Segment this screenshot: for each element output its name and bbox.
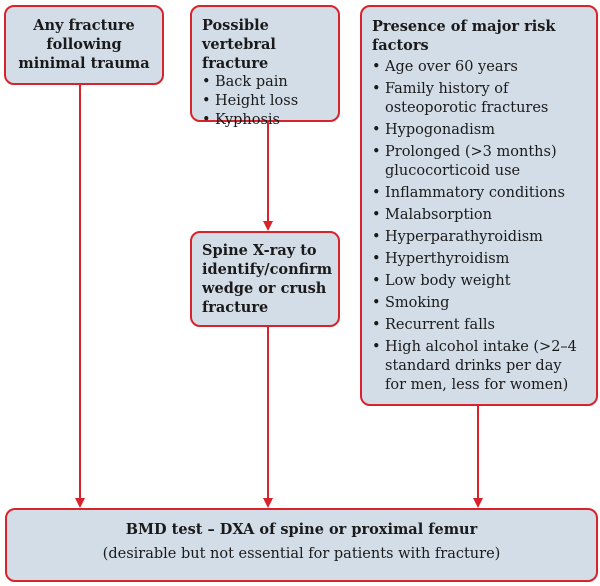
list-item: Malabsorption bbox=[372, 206, 586, 225]
list-item: Recurrent falls bbox=[372, 316, 586, 335]
list-item: Family history of osteoporotic fractures bbox=[372, 80, 586, 118]
list-item: Inflammatory conditions bbox=[372, 184, 586, 203]
list-item: Smoking bbox=[372, 294, 586, 313]
list-item: Kyphosis bbox=[202, 111, 328, 130]
spine-xray-text: Spine X-ray to identify/confirm wedge or… bbox=[202, 242, 333, 316]
list-item: High alcohol intake (>2–4 standard drink… bbox=[372, 338, 586, 395]
list-item: Prolonged (>3 months) glucocorticoid use bbox=[372, 143, 586, 181]
list-item: Hyperparathyroidism bbox=[372, 228, 586, 247]
risk-factors-title: Presence of major risk factors bbox=[372, 18, 556, 54]
list-item: Height loss bbox=[202, 92, 328, 111]
list-item: Low body weight bbox=[372, 272, 586, 291]
risk-factor-list: Age over 60 years Family history of oste… bbox=[372, 58, 586, 395]
bmd-test-title: BMD test – DXA of spine or proximal femu… bbox=[125, 521, 478, 538]
bmd-test-box: BMD test – DXA of spine or proximal femu… bbox=[5, 508, 598, 582]
risk-factors-box: Presence of major risk factors Age over … bbox=[360, 5, 598, 406]
bmd-test-note: (desirable but not essential for patient… bbox=[102, 546, 501, 562]
vertebral-symptom-list: Back pain Height loss Kyphosis bbox=[202, 73, 328, 130]
list-item: Hyperthyroidism bbox=[372, 250, 586, 269]
list-item: Age over 60 years bbox=[372, 58, 586, 77]
minimal-trauma-box: Any fracture following minimal trauma bbox=[4, 5, 164, 85]
list-item: Hypogonadism bbox=[372, 121, 586, 140]
vertebral-fracture-title: Possible vertebral fracture bbox=[202, 17, 276, 72]
list-item: Back pain bbox=[202, 73, 328, 92]
vertebral-fracture-box: Possible vertebral fracture Back pain He… bbox=[190, 5, 340, 130]
spine-xray-box: Spine X-ray to identify/confirm wedge or… bbox=[190, 231, 340, 327]
minimal-trauma-text: Any fracture following minimal trauma bbox=[18, 17, 150, 72]
